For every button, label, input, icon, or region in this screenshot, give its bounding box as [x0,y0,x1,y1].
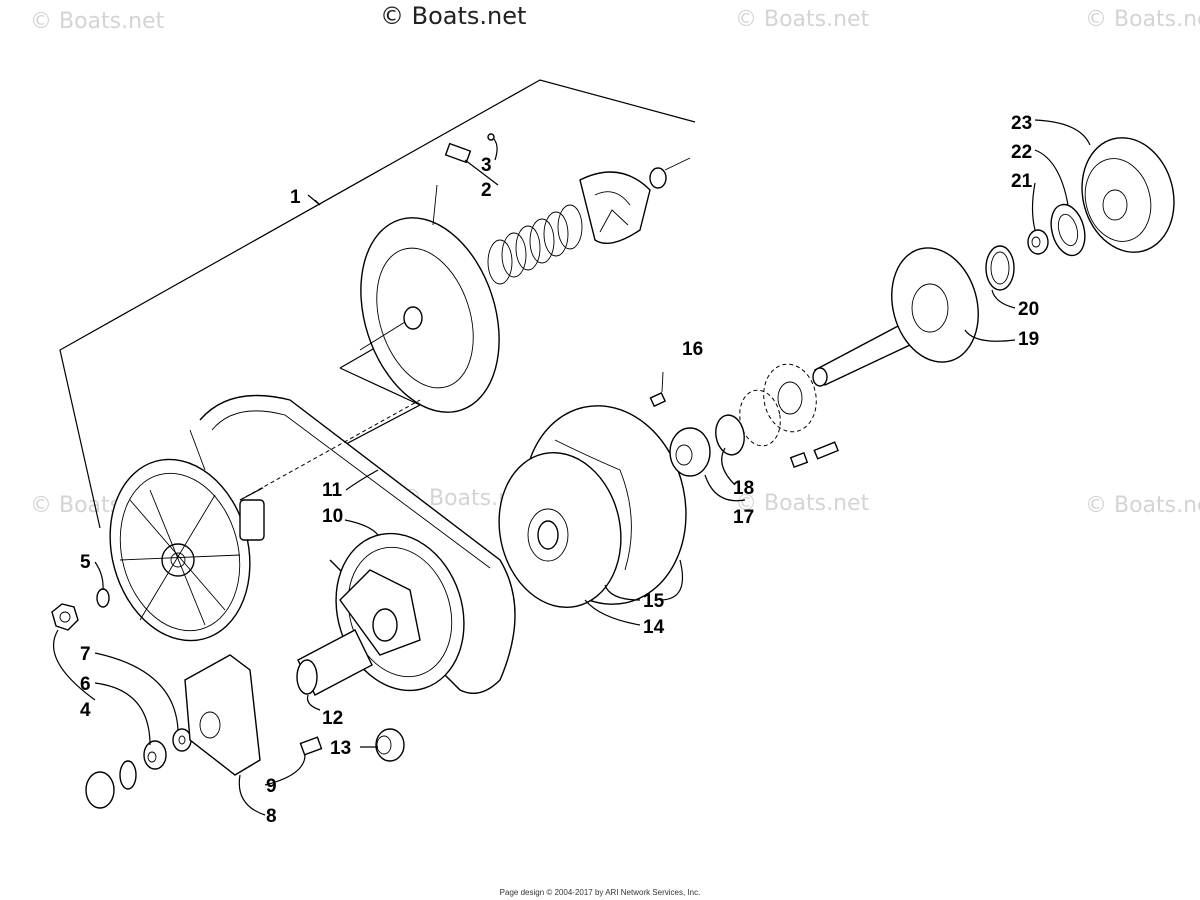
callout-16: 16 [682,339,703,360]
cam-spider [579,157,691,244]
screw-part [649,371,667,408]
callout-5: 5 [80,552,91,573]
callout-6: 6 [80,674,91,695]
spring [487,204,583,285]
watermark-top: © Boats.net [380,2,526,30]
callout-1: 1 [290,187,301,208]
cover-8 [184,654,261,776]
watermark: © Boats.net [735,7,870,32]
callout-13: 13 [330,738,351,759]
watermark: © Boats.net [1085,7,1200,32]
callout-7: 7 [80,644,91,665]
clip-9 [299,736,323,756]
callout-21: 21 [1011,171,1033,192]
callout-14: 14 [643,617,665,638]
bushing-13 [375,728,405,762]
callout-17: 17 [733,507,754,528]
nut-4 [51,603,79,631]
callout-15: 15 [643,591,665,612]
output-shaft [812,247,979,387]
movable-sheave [359,217,500,413]
bushing-21 [1027,229,1049,255]
callout-3: 3 [481,155,492,176]
watermark: © Boats.net [30,9,165,34]
clutch-drum [498,405,687,609]
callout-23: 23 [1011,113,1032,134]
callout-2: 2 [481,180,492,201]
shaft-tube [296,629,373,696]
callout-19: 19 [1018,329,1039,350]
bearing-22 [1050,203,1086,257]
secondary-sheave [335,532,465,692]
ring-20 [985,245,1015,291]
watermark: © Boats.net [735,491,870,516]
washer-6 [143,740,167,770]
callout-20: 20 [1018,299,1039,320]
washer-7 [172,728,192,752]
fixed-sheave [109,458,265,642]
bolt-part [789,441,839,468]
seal-18 [715,414,745,456]
clutch-shoe [1081,137,1175,253]
callout-11: 11 [322,480,343,501]
callout-9: 9 [266,776,277,797]
washer-5 [96,588,110,608]
callout-8: 8 [266,806,277,827]
callout-4: 4 [80,700,91,721]
callout-12: 12 [322,708,343,729]
callout-10: 10 [322,506,343,527]
callout-18: 18 [733,478,754,499]
clip-ring [85,760,137,809]
page-footer: Page design © 2004-2017 by ARI Network S… [499,888,701,897]
bearing-dashed [739,363,817,447]
pin-part [432,133,495,226]
bearing-17 [669,427,711,477]
callout-22: 22 [1011,142,1032,163]
watermark: © Boats.net [1085,493,1200,518]
leader-lines [53,119,1091,816]
